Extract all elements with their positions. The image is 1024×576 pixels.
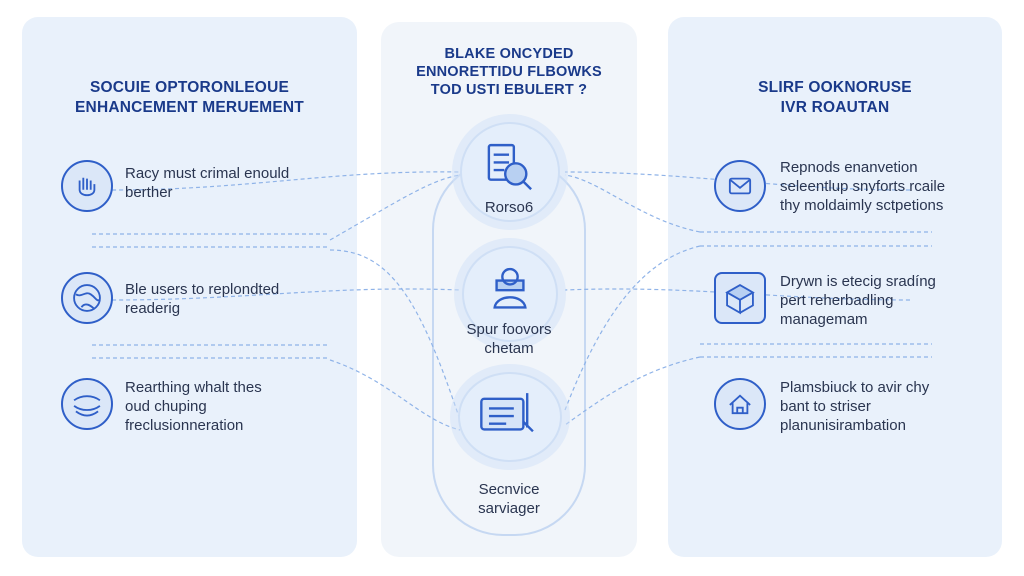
right-title-line1: SLIRF OOKNORUSE [758,79,912,96]
lock-user-icon [462,246,558,342]
left-title-line1: SOCUIE OPTORONLEOUE [89,79,289,96]
center-title-line1: BLAKE ONCYDED [444,46,574,62]
home-icon [714,378,766,430]
hub-2-label: Spur foovors chetam [466,321,552,357]
hand-icon [61,160,113,212]
hub-3-label: Secnvice sarviager [478,481,540,517]
right-panel-title: SLIRF OOKNORUSE IVR ROAUTAN [668,78,1002,118]
right-item-3-text: Plamsbiuck to avir chy bant to striser p… [780,379,930,434]
document-magnifier-icon [460,122,560,222]
center-title-line3: TOD USTI EBULERT ? [430,82,588,98]
right-title-line2: IVR ROAUTAN [780,99,890,116]
left-item-1-text: Racy must crimal enould berther [125,165,290,201]
dashboard-icon [458,372,562,462]
left-panel-title: SOCUIE OPTORONLEOUE ENHANCEMENT MERUEMEN… [22,78,357,118]
left-item-2-text: Ble users to replondted readerig [125,281,280,317]
left-item-3-text: Rearthing whalt thes oud chuping freclus… [125,379,262,434]
globe-icon [61,272,113,324]
right-item-1-text: Repnods enanvetion seleentlup snyforts r… [780,159,946,214]
right-item-2-text: Drywn is etecig sradíng pert reherbadli… [780,273,936,328]
left-title-line2: ENHANCEMENT MERUEMENT [75,99,304,116]
center-title-line2: ENNORETTIDU FLBOWKS [416,64,602,80]
center-panel-title: BLAKE ONCYDED ENNORETTIDU FLBOWKS TOD US… [381,45,637,99]
hub-1-label: Rorso6 [484,199,534,216]
mail-icon [714,160,766,212]
layers-icon [61,378,113,430]
box-icon [714,272,766,324]
